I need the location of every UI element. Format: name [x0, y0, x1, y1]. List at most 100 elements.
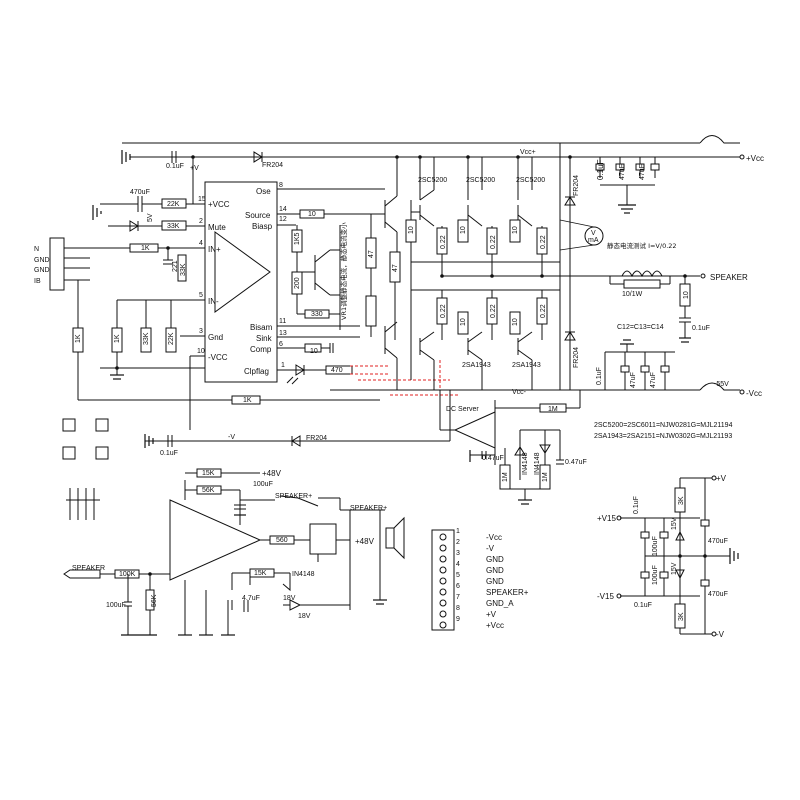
- conn-label-7: +V: [486, 610, 497, 619]
- pin-num-r0: 8: [279, 182, 283, 189]
- r1k5-label: 1K5: [294, 232, 301, 245]
- r022-bot-a: 0.22: [440, 304, 447, 318]
- r56k-b-label: 56K: [151, 594, 158, 607]
- r1k-left-label: 1K: [75, 334, 82, 343]
- pin-label-r4: Sink: [256, 334, 273, 343]
- psu-470-b: 470uF: [708, 591, 728, 598]
- pin-label-r2: Biasp: [252, 222, 273, 231]
- conn-num-7: 8: [456, 605, 460, 612]
- pin-label-l4: Gnd: [208, 333, 223, 342]
- conn-num-1: 2: [456, 539, 460, 546]
- conn-num-6: 7: [456, 594, 460, 601]
- r10-top-b: 10: [460, 226, 467, 234]
- pin-label-l5: -VCC: [208, 353, 228, 362]
- dc-server-label: DC Server: [446, 406, 479, 413]
- r330-label: 330: [311, 311, 323, 318]
- q-top-0: 2SC5200: [418, 177, 447, 184]
- psu-3k-a: 3K: [678, 496, 685, 505]
- c47-top-a: 47uF: [619, 164, 626, 180]
- input-network: [49, 196, 380, 405]
- c047-b-label: 0.47uF: [565, 459, 587, 466]
- r470-label: 470: [331, 367, 343, 374]
- v15-minus-label: -V15: [597, 592, 614, 601]
- c100uf-b-label: 100uF: [106, 602, 126, 609]
- conn-label-3: GND: [486, 566, 504, 575]
- z18v-b-label: 18V: [298, 613, 311, 620]
- vr-note: VR1调整静态电流，静态电流变小: [339, 222, 348, 320]
- r1m-a-label: 1M: [548, 406, 558, 413]
- minus-v-rail: [144, 390, 451, 448]
- minus-55v-label: -55V: [714, 381, 729, 388]
- pin-num-l3: 5: [199, 292, 203, 299]
- fr204-top-label: FR204: [262, 162, 283, 169]
- ind-label: 10/1W: [622, 291, 643, 298]
- driver-ic: [180, 157, 278, 430]
- r47-b-label: 47: [392, 264, 399, 272]
- r15k-b-label: 15K: [254, 570, 267, 577]
- left-label-2: GND: [34, 267, 50, 274]
- pnp-output-array: [330, 143, 700, 391]
- top-rail: [121, 135, 745, 164]
- q-top-1: 2SC5200: [466, 177, 495, 184]
- pin-num-l4: 3: [199, 328, 203, 335]
- conn-num-3: 4: [456, 561, 460, 568]
- psu-plus-v-label: +V: [716, 474, 727, 483]
- speaker-in-label: SPEAKER: [72, 565, 105, 572]
- conn-num-0: 1: [456, 528, 460, 535]
- pin-label-l0: +VCC: [208, 200, 230, 209]
- equiv-1: 2SC5200=2SC6011=NJW0281G=MJL21194: [594, 422, 733, 429]
- r10-top-a: 10: [408, 226, 415, 234]
- v15-plus-label: +V15: [597, 514, 616, 523]
- pin-num-r4: 13: [279, 330, 287, 337]
- r10-src-label: 10: [308, 211, 316, 218]
- speaker-plus-a: SPEAKER+: [275, 493, 312, 500]
- connector-block: [431, 529, 455, 631]
- r10-out-label: 10: [683, 291, 690, 299]
- rail-v-label: +V: [190, 165, 199, 172]
- c47-b: 47uF: [650, 372, 657, 388]
- r56k-a-label: 56K: [202, 487, 215, 494]
- c100uf-a-label: 100uF: [253, 481, 273, 488]
- pin-num-r2: 12: [279, 216, 287, 223]
- pin-num-l2: 4: [199, 240, 203, 247]
- r1m-b-label: 1M: [502, 472, 509, 482]
- speaker-plus-b: SPEAKER+: [350, 505, 387, 512]
- c470-label: 470uF: [130, 189, 150, 196]
- d4148a-label: IN4148: [522, 452, 529, 475]
- psu-01-a: 0.1uF: [633, 496, 640, 514]
- meter-v: V: [591, 230, 596, 237]
- meter-ma: mA: [588, 237, 599, 244]
- c47-top-b: 47uF: [639, 164, 646, 180]
- conn-num-5: 6: [456, 583, 460, 590]
- r560-label: 560: [276, 537, 288, 544]
- r10-comp-label: 10: [310, 348, 318, 355]
- q-top-2: 2SC5200: [516, 177, 545, 184]
- red-test-trace: [350, 360, 460, 396]
- plus-48v-label: +48V: [262, 469, 282, 478]
- conn-label-6: GND_A: [486, 599, 514, 608]
- q-bot-1: 2SA1943: [512, 362, 541, 369]
- pin-label-l1: Mute: [208, 223, 226, 232]
- ic-right-pins: 8 Ose 14 Source 12 Biasp 11 Bisam 13 Sin…: [244, 182, 287, 376]
- r022-top-b: 0.22: [490, 235, 497, 249]
- pin-label-l3: IN-: [208, 297, 219, 306]
- conn-num-8: 9: [456, 616, 460, 623]
- conn-num-4: 5: [456, 572, 460, 579]
- conn-label-1: -V: [486, 544, 495, 553]
- minus-vcc-label: -Vcc: [746, 389, 762, 398]
- speaker-in-tag: [63, 569, 101, 579]
- meter-note: 静态电流测试 I=V/0.22: [607, 241, 677, 250]
- protection-circuit: [100, 468, 405, 636]
- r10-bot-a: 10: [460, 318, 467, 326]
- fr204-r2: FR204: [573, 347, 580, 368]
- d4148c-label: IN4148: [292, 571, 315, 578]
- c47-a: 47uF: [630, 372, 637, 388]
- psu-3k-b: 3K: [678, 612, 685, 621]
- c01-top-right: 0.1uF: [596, 159, 605, 180]
- pin-num-r5: 6: [279, 341, 283, 348]
- conn-label-8: +Vcc: [486, 621, 504, 630]
- r022-bot-c: 0.22: [540, 304, 547, 318]
- r10-top-c: 10: [512, 226, 519, 234]
- pin-num-r1: 14: [279, 206, 287, 213]
